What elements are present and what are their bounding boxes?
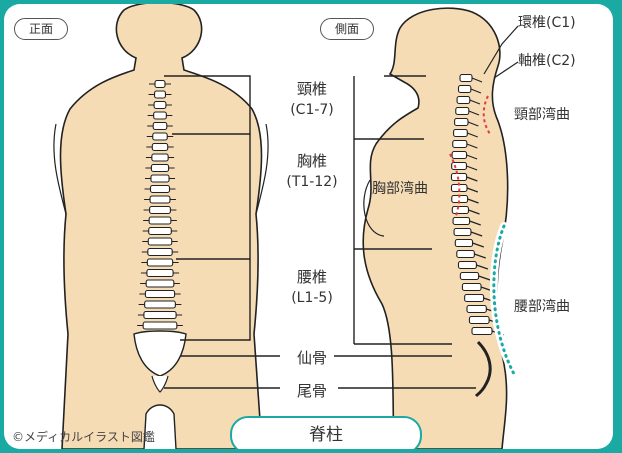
- vertebra: [453, 218, 470, 225]
- vertebra: [152, 154, 168, 161]
- vertebra: [145, 291, 174, 298]
- vertebra: [455, 240, 472, 247]
- vertebra: [151, 175, 169, 182]
- lumbar-range-label: (L1-5): [280, 290, 344, 306]
- vertebra: [452, 152, 466, 159]
- vertebra: [458, 262, 476, 269]
- vertebra: [454, 229, 471, 236]
- vertebra: [149, 217, 171, 224]
- thoracic-label: 胸椎: [284, 150, 340, 171]
- vertebra: [456, 108, 469, 115]
- vertebra: [153, 123, 167, 130]
- vertebra: [145, 301, 176, 308]
- vertebra: [460, 75, 472, 82]
- lumbar-label: 腰椎: [284, 266, 340, 287]
- cervical-range-label: (C1-7): [280, 102, 344, 118]
- coccyx-label: 尾骨: [284, 380, 340, 401]
- diagram-frame: 正面 側面 頸椎 (C1-7) 胸椎 (T1-12) 腰椎 (L1-5) 仙骨 …: [4, 4, 613, 449]
- vertebra: [465, 295, 484, 302]
- vertebra: [460, 273, 478, 280]
- vertebra: [147, 259, 172, 266]
- vertebra: [151, 186, 170, 193]
- vertebra: [155, 81, 165, 88]
- vertebra: [148, 249, 172, 256]
- vertebra: [147, 270, 173, 277]
- vertebra: [155, 91, 166, 98]
- vertebra: [452, 163, 467, 170]
- vertebra: [150, 207, 171, 214]
- vertebra: [455, 119, 468, 126]
- vertebra: [472, 328, 492, 335]
- vertebra: [457, 251, 475, 258]
- vertebra: [469, 317, 489, 324]
- vertebra: [153, 133, 168, 140]
- vertebra: [453, 141, 467, 148]
- vertebra: [143, 322, 177, 329]
- vertebra: [154, 112, 167, 119]
- vertebra: [467, 306, 486, 313]
- vertebra: [452, 207, 468, 214]
- thoracic-range-label: (T1-12): [276, 174, 348, 190]
- vertebra: [458, 86, 470, 93]
- vertebra: [457, 97, 470, 104]
- vertebra: [146, 280, 174, 287]
- vertebra: [149, 228, 172, 235]
- atlas-label: 環椎(C1): [518, 12, 576, 32]
- cervical-curve-label: 頸部湾曲: [514, 104, 570, 124]
- thoracic-curve-label: 胸部湾曲: [372, 178, 428, 198]
- front-view-tag: 正面: [14, 18, 68, 40]
- side-view-tag: 側面: [320, 18, 374, 40]
- copyright-credit: ©メディカルイラスト図鑑: [12, 428, 155, 445]
- vertebra: [462, 284, 481, 291]
- vertebra: [151, 165, 168, 172]
- cervical-label: 頸椎: [284, 78, 340, 99]
- vertebra: [148, 238, 172, 245]
- vertebra: [154, 102, 166, 109]
- vertebra: [150, 196, 170, 203]
- sacrum-label: 仙骨: [284, 347, 340, 368]
- lumbar-curve-label: 腰部湾曲: [514, 296, 570, 316]
- vertebra: [454, 130, 468, 137]
- vertebra: [152, 144, 167, 151]
- vertebra: [144, 312, 176, 319]
- diagram-title: 脊柱: [230, 416, 422, 449]
- axis-label: 軸椎(C2): [518, 50, 576, 70]
